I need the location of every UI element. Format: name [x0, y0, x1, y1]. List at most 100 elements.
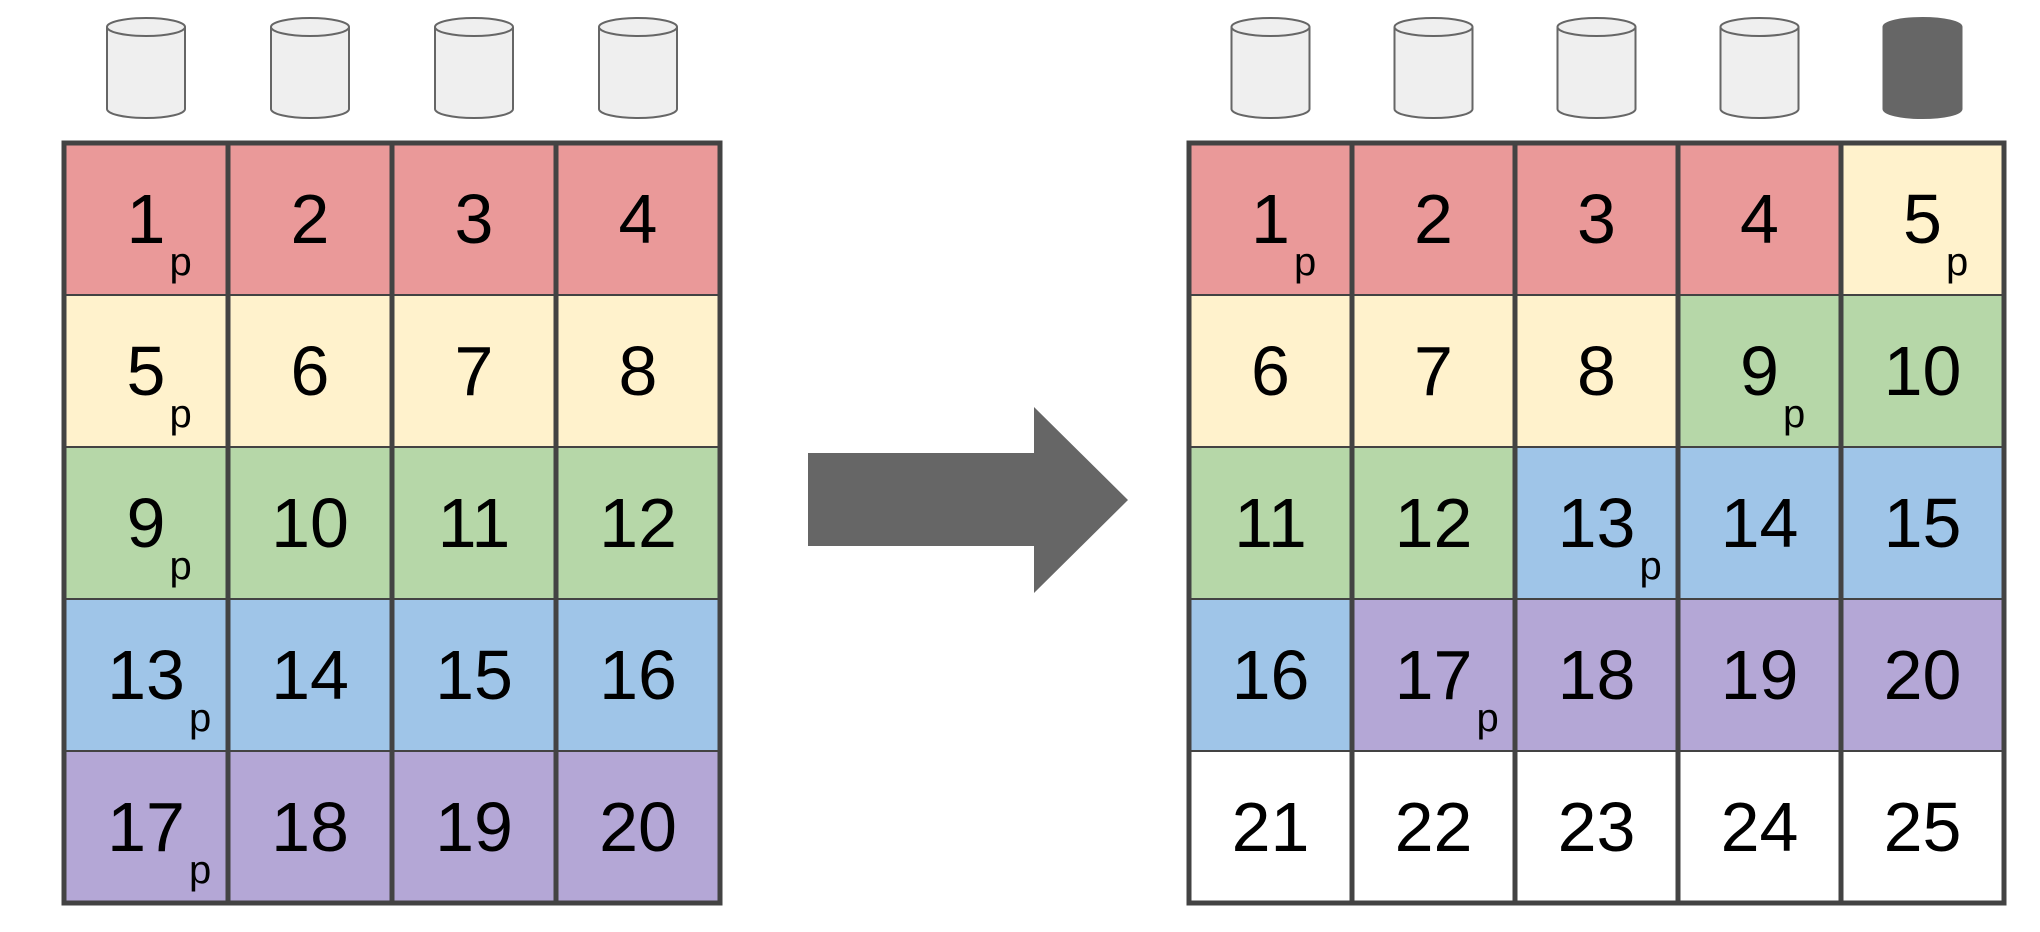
stripe-block: 14 — [227, 598, 393, 752]
stripe-block: 18 — [227, 750, 393, 904]
stripe-block: 19 — [391, 750, 557, 904]
stripe-block: 16 — [555, 598, 721, 752]
parity-subscript: p — [170, 392, 192, 436]
block-number: 18 — [1558, 636, 1636, 714]
stripe-block: 14 — [1677, 446, 1842, 600]
block-number: 9 — [127, 484, 166, 562]
stripe-block: 5p — [63, 294, 229, 448]
stripe-block: 6 — [227, 294, 393, 448]
block-number: 19 — [1721, 636, 1799, 714]
block-number: 8 — [619, 332, 658, 410]
block-number: 14 — [271, 636, 349, 714]
block-number: 17 — [1395, 636, 1473, 714]
stripe-block: 2 — [1351, 142, 1516, 296]
block-number: 5 — [127, 332, 166, 410]
block-number: 8 — [1577, 332, 1616, 410]
block-number: 20 — [1884, 636, 1962, 714]
stripe-block: 17p — [1351, 598, 1516, 752]
block-number: 1 — [127, 180, 166, 258]
parity-subscript: p — [170, 544, 192, 588]
stripe-block: 2 — [227, 142, 393, 296]
block-number: 16 — [599, 636, 677, 714]
block-number: 17 — [107, 788, 185, 866]
database-icon — [434, 17, 514, 119]
parity-subscript: p — [189, 696, 211, 740]
block-number: 4 — [619, 180, 658, 258]
stripe-block: 24 — [1677, 750, 1842, 904]
block-number: 5 — [1903, 180, 1942, 258]
block-number: 9 — [1740, 332, 1779, 410]
stripe-block: 21 — [1188, 750, 1353, 904]
block-number: 7 — [1414, 332, 1453, 410]
block-number: 2 — [291, 180, 330, 258]
block-number: 15 — [435, 636, 513, 714]
block-number: 24 — [1721, 788, 1799, 866]
stripe-block: 19 — [1677, 598, 1842, 752]
database-icon — [1393, 17, 1474, 119]
block-number: 20 — [599, 788, 677, 866]
block-number: 12 — [1395, 484, 1473, 562]
stripe-block: 1p — [1188, 142, 1353, 296]
block-number: 21 — [1232, 788, 1310, 866]
block-number: 11 — [1234, 484, 1307, 562]
parity-subscript: p — [1783, 392, 1805, 436]
parity-subscript: p — [1294, 240, 1316, 284]
stripe-block: 8 — [555, 294, 721, 448]
database-icon — [1882, 17, 1963, 119]
stripe-block: 12 — [1351, 446, 1516, 600]
stripe-block: 9p — [1677, 294, 1842, 448]
stripe-block: 18 — [1514, 598, 1679, 752]
stripe-block: 9p — [63, 446, 229, 600]
array-frame — [1186, 140, 2007, 906]
block-number: 25 — [1884, 788, 1962, 866]
block-number: 6 — [291, 332, 330, 410]
stripe-block: 15 — [391, 598, 557, 752]
database-icon — [106, 17, 186, 119]
stripe-block: 7 — [1351, 294, 1516, 448]
block-number: 3 — [1577, 180, 1616, 258]
block-number: 23 — [1558, 788, 1636, 866]
stripe-block: 4 — [555, 142, 721, 296]
stripe-block: 5p — [1840, 142, 2005, 296]
stripe-block: 16 — [1188, 598, 1353, 752]
block-number: 7 — [455, 332, 494, 410]
parity-subscript: p — [1477, 696, 1499, 740]
block-number: 10 — [1884, 332, 1962, 410]
parity-subscript: p — [1640, 544, 1662, 588]
block-number: 11 — [438, 484, 511, 562]
stripe-block: 7 — [391, 294, 557, 448]
arrow-right-icon — [808, 407, 1128, 593]
block-number: 15 — [1884, 484, 1962, 562]
stripe-block: 23 — [1514, 750, 1679, 904]
block-number: 19 — [435, 788, 513, 866]
stripe-block: 20 — [1840, 598, 2005, 752]
database-icon — [270, 17, 350, 119]
block-number: 6 — [1251, 332, 1290, 410]
stripe-block: 15 — [1840, 446, 2005, 600]
block-number: 4 — [1740, 180, 1779, 258]
database-icon — [1719, 17, 1800, 119]
block-number: 2 — [1414, 180, 1453, 258]
stripe-block: 25 — [1840, 750, 2005, 904]
stripe-block: 13p — [1514, 446, 1679, 600]
stripe-block: 13p — [63, 598, 229, 752]
stripe-block: 10 — [227, 446, 393, 600]
stripe-block: 11 — [391, 446, 557, 600]
block-number: 22 — [1395, 788, 1473, 866]
stripe-block: 3 — [1514, 142, 1679, 296]
stripe-block: 1p — [63, 142, 229, 296]
stripe-block: 8 — [1514, 294, 1679, 448]
parity-subscript: p — [1946, 240, 1968, 284]
parity-subscript: p — [189, 848, 211, 892]
stripe-block: 22 — [1351, 750, 1516, 904]
block-number: 13 — [1558, 484, 1636, 562]
block-number: 13 — [107, 636, 185, 714]
block-number: 12 — [599, 484, 677, 562]
block-number: 16 — [1232, 636, 1310, 714]
stripe-block: 12 — [555, 446, 721, 600]
block-number: 18 — [271, 788, 349, 866]
stripe-block: 6 — [1188, 294, 1353, 448]
